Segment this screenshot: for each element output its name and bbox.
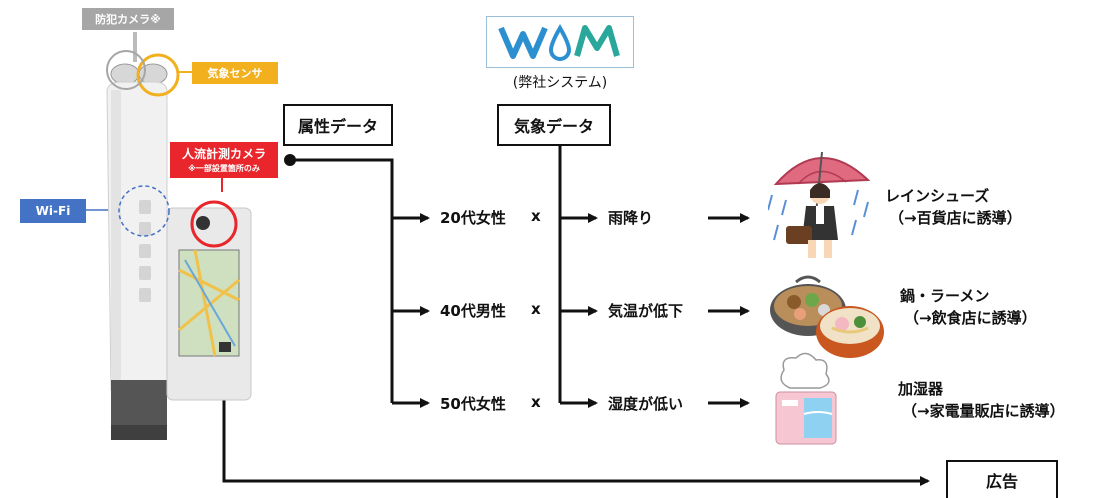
wifi-zone bbox=[118, 185, 170, 237]
wom-logo bbox=[486, 16, 634, 68]
attribute-data-box: 属性データ bbox=[283, 104, 393, 146]
weather-sensor-tag: 気象センサ bbox=[192, 62, 278, 84]
wifi-tag: Wi-Fi bbox=[20, 199, 86, 223]
smart-pole bbox=[106, 32, 252, 440]
security-camera-circle bbox=[106, 50, 146, 90]
product-label-3: 加湿器 bbox=[898, 380, 944, 398]
result-3: 加湿器 （→家電量販店に誘導） bbox=[898, 378, 1065, 422]
attribute-label-1: 20代女性 bbox=[440, 209, 506, 227]
condition-label-2: 気温が低下 bbox=[608, 302, 684, 320]
logo-caption: (弊社システム) bbox=[512, 75, 608, 91]
times-sign-2: x bbox=[531, 300, 541, 318]
guide-label-2: （→飲食店に誘導） bbox=[904, 309, 1037, 327]
condition-label-3: 湿度が低い bbox=[608, 395, 684, 413]
guide-label-1: （→百貨店に誘導） bbox=[889, 209, 1022, 227]
weather-data-box: 気象データ bbox=[497, 104, 611, 146]
result-1: レインシューズ （→百貨店に誘導） bbox=[885, 185, 1022, 229]
condition-label-1: 雨降り bbox=[608, 209, 654, 227]
attribute-label-2: 40代男性 bbox=[440, 302, 506, 320]
attribute-label-3: 50代女性 bbox=[440, 395, 506, 413]
people-camera-circle bbox=[190, 200, 238, 248]
wom-logo-mark bbox=[498, 24, 620, 61]
product-label-1: レインシューズ bbox=[885, 187, 990, 205]
people-camera-label: 人流計測カメラ bbox=[181, 147, 266, 161]
security-camera-tag: 防犯カメラ※ bbox=[82, 8, 174, 30]
product-label-2: 鍋・ラーメン bbox=[900, 287, 990, 305]
result-2: 鍋・ラーメン （→飲食店に誘導） bbox=[900, 285, 1037, 329]
people-camera-tag: 人流計測カメラ ※一部設置箇所のみ bbox=[170, 142, 278, 178]
times-sign-1: x bbox=[531, 207, 541, 225]
people-camera-note: ※一部設置箇所のみ bbox=[188, 164, 260, 173]
attribute-trunk bbox=[290, 158, 394, 403]
guide-label-3: （→家電量販店に誘導） bbox=[902, 402, 1065, 420]
weather-sensor-circle bbox=[136, 53, 180, 97]
advertisement-box: 広告 bbox=[946, 460, 1058, 498]
rain-umbrella-icon bbox=[768, 151, 871, 258]
hotpot-ramen-icon bbox=[770, 275, 884, 358]
humidifier-icon bbox=[775, 352, 837, 445]
times-sign-3: x bbox=[531, 393, 541, 411]
